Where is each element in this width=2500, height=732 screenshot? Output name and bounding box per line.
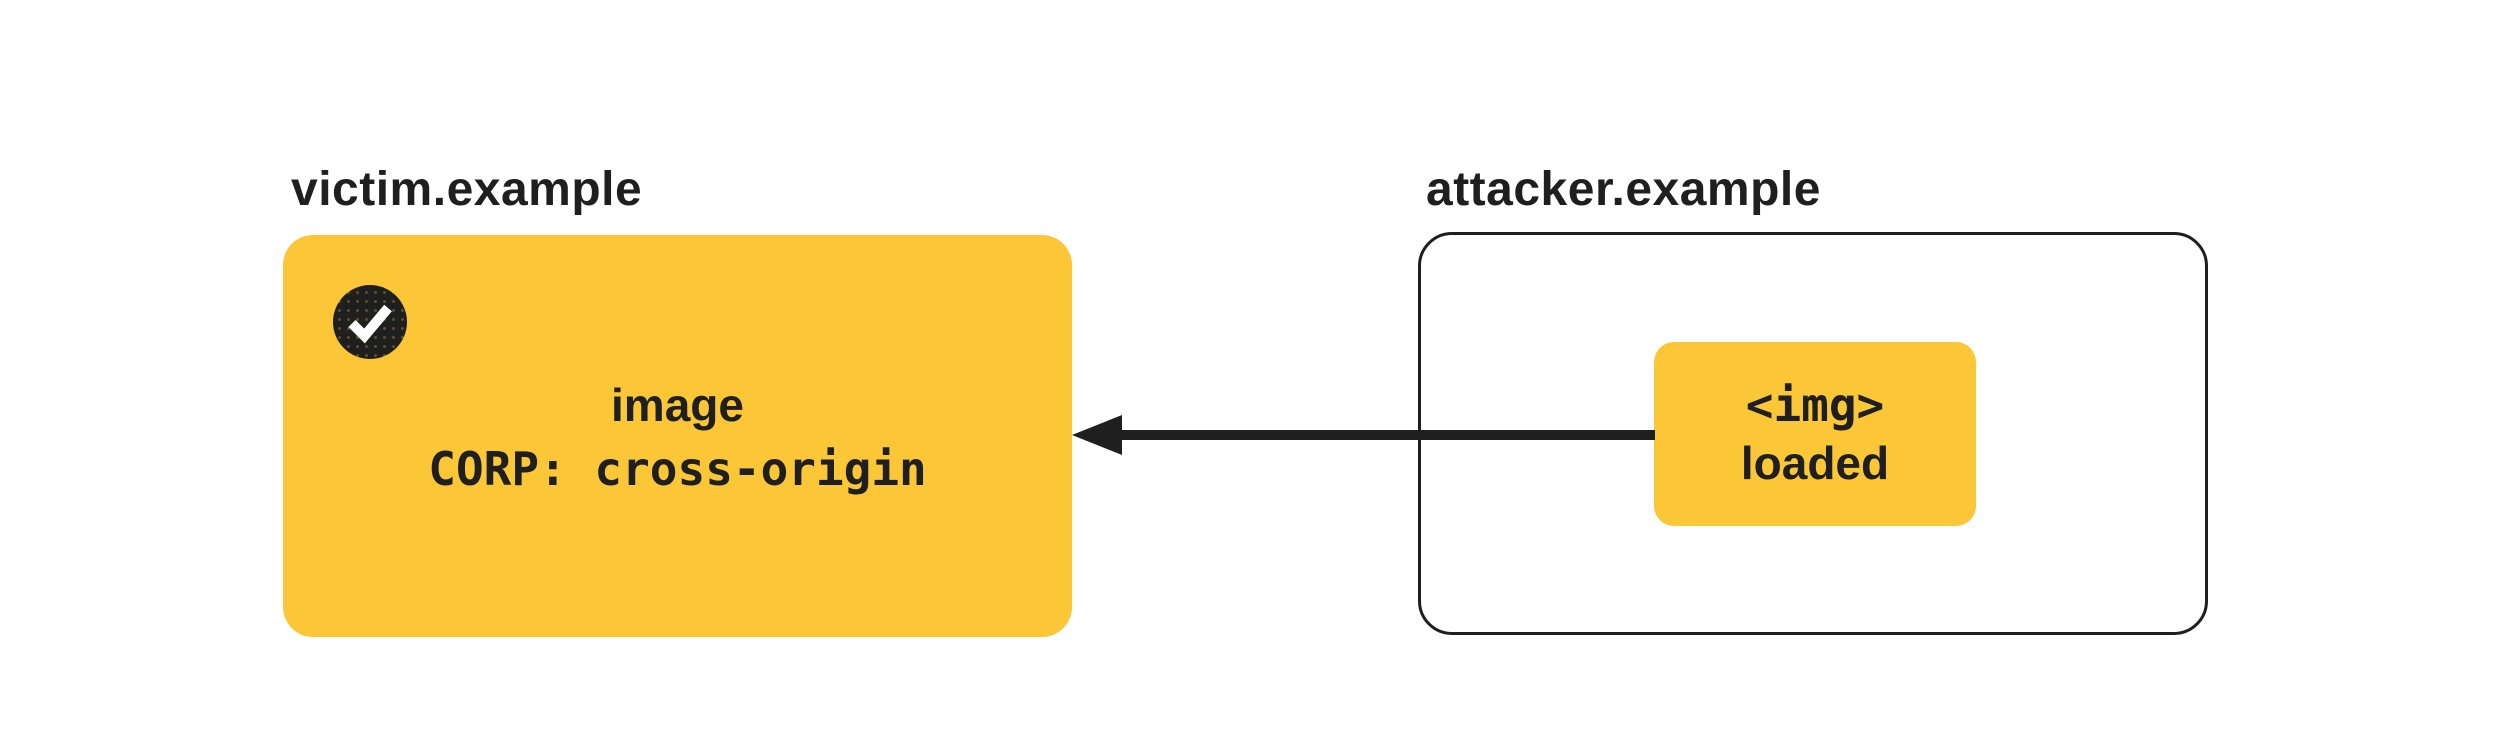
resource-name-label: image (611, 379, 744, 431)
victim-resource-text: image CORP: cross-origin (283, 373, 1072, 501)
victim-server-box: image CORP: cross-origin (283, 235, 1072, 637)
attacker-domain-label: attacker.example (1426, 163, 1821, 216)
victim-domain-label: victim.example (291, 163, 643, 216)
img-tag-label: <img> (1745, 378, 1885, 432)
request-arrow (1072, 415, 1655, 455)
corp-header-label: CORP: cross-origin (428, 442, 927, 496)
img-loaded-chip: <img> loaded (1654, 342, 1976, 526)
img-status-label: loaded (1740, 437, 1890, 489)
check-icon (333, 285, 407, 359)
